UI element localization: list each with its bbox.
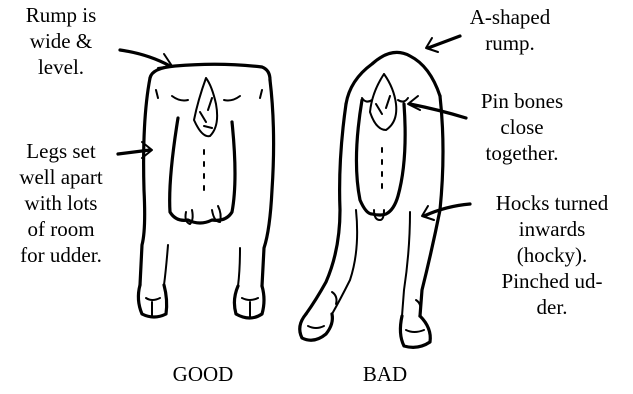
good-right-leg-outer bbox=[262, 80, 274, 286]
label-bad-hocks: Hocks turned inwards (hocky). Pinched ud… bbox=[472, 190, 632, 320]
bad-left-leg-outer bbox=[306, 104, 346, 314]
arrow-good-rump bbox=[120, 50, 170, 66]
caption-good: GOOD bbox=[148, 362, 258, 386]
label-bad-hocks-line-5: der. bbox=[472, 294, 632, 320]
label-good-legs-line-3: with lots bbox=[2, 190, 120, 216]
caption-bad: BAD bbox=[330, 362, 440, 386]
good-right-pin-bone bbox=[224, 96, 240, 101]
arrow-bad-pins bbox=[410, 104, 466, 118]
bad-rump-outline bbox=[346, 52, 440, 104]
label-good-rump-line-2: wide & bbox=[2, 28, 120, 54]
good-goat-drawing bbox=[138, 64, 273, 318]
bad-right-leg-outer bbox=[420, 96, 443, 316]
bad-tail bbox=[370, 74, 396, 130]
label-bad-pins-line-1: Pin bones bbox=[462, 88, 582, 114]
label-bad-hocks-line-4: Pinched ud- bbox=[472, 268, 632, 294]
label-good-legs-line-2: well apart bbox=[2, 164, 120, 190]
label-good-legs-line-4: of room bbox=[2, 216, 120, 242]
good-left-leg-outer bbox=[140, 78, 150, 285]
label-bad-hocks-line-1: Hocks turned bbox=[472, 190, 632, 216]
arrow-bad-hocks bbox=[424, 204, 470, 216]
label-bad-pins-line-2: close bbox=[462, 114, 582, 140]
bad-goat-drawing bbox=[300, 52, 443, 347]
label-good-legs-line-1: Legs set bbox=[2, 138, 120, 164]
label-good-rump-line-3: level. bbox=[2, 54, 120, 80]
label-bad-hocks-line-2: inwards bbox=[472, 216, 632, 242]
label-bad-rump-line-1: A-shaped bbox=[450, 4, 570, 30]
good-tail bbox=[194, 78, 217, 136]
label-good-rump: Rump is wide & level. bbox=[2, 2, 120, 80]
label-good-legs-line-5: for udder. bbox=[2, 242, 120, 268]
label-bad-rump-line-2: rump. bbox=[450, 30, 570, 56]
label-bad-hocks-line-3: (hocky). bbox=[472, 242, 632, 268]
bad-right-pin-bone bbox=[398, 98, 408, 102]
bad-left-pin-bone bbox=[362, 98, 372, 102]
label-good-legs: Legs set well apart with lots of room fo… bbox=[2, 138, 120, 268]
label-good-rump-line-1: Rump is bbox=[2, 2, 120, 28]
label-bad-rump: A-shaped rump. bbox=[450, 4, 570, 56]
label-bad-pins-line-3: together. bbox=[462, 140, 582, 166]
good-left-pin-bone bbox=[172, 96, 188, 101]
bad-udder-outline bbox=[356, 100, 405, 215]
label-bad-pins: Pin bones close together. bbox=[462, 88, 582, 166]
